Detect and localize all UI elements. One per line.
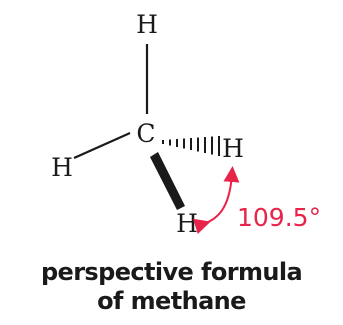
caption-line-2: of methane xyxy=(97,287,246,315)
hydrogen-left-atom: H xyxy=(51,153,73,182)
hydrogen-front-atom: H xyxy=(176,209,198,238)
bond-hashed-wedge xyxy=(162,136,220,156)
bond-solid-wedge xyxy=(150,152,185,210)
angle-arrow xyxy=(192,166,240,235)
bond-angle-label: 109.5° xyxy=(237,203,321,232)
carbon-atom: C xyxy=(136,119,155,148)
hydrogen-top-atom: H xyxy=(136,10,158,39)
caption-line-1: perspective formula xyxy=(40,258,303,286)
hydrogen-back-atom: H xyxy=(222,134,244,163)
bond-left xyxy=(73,131,131,160)
